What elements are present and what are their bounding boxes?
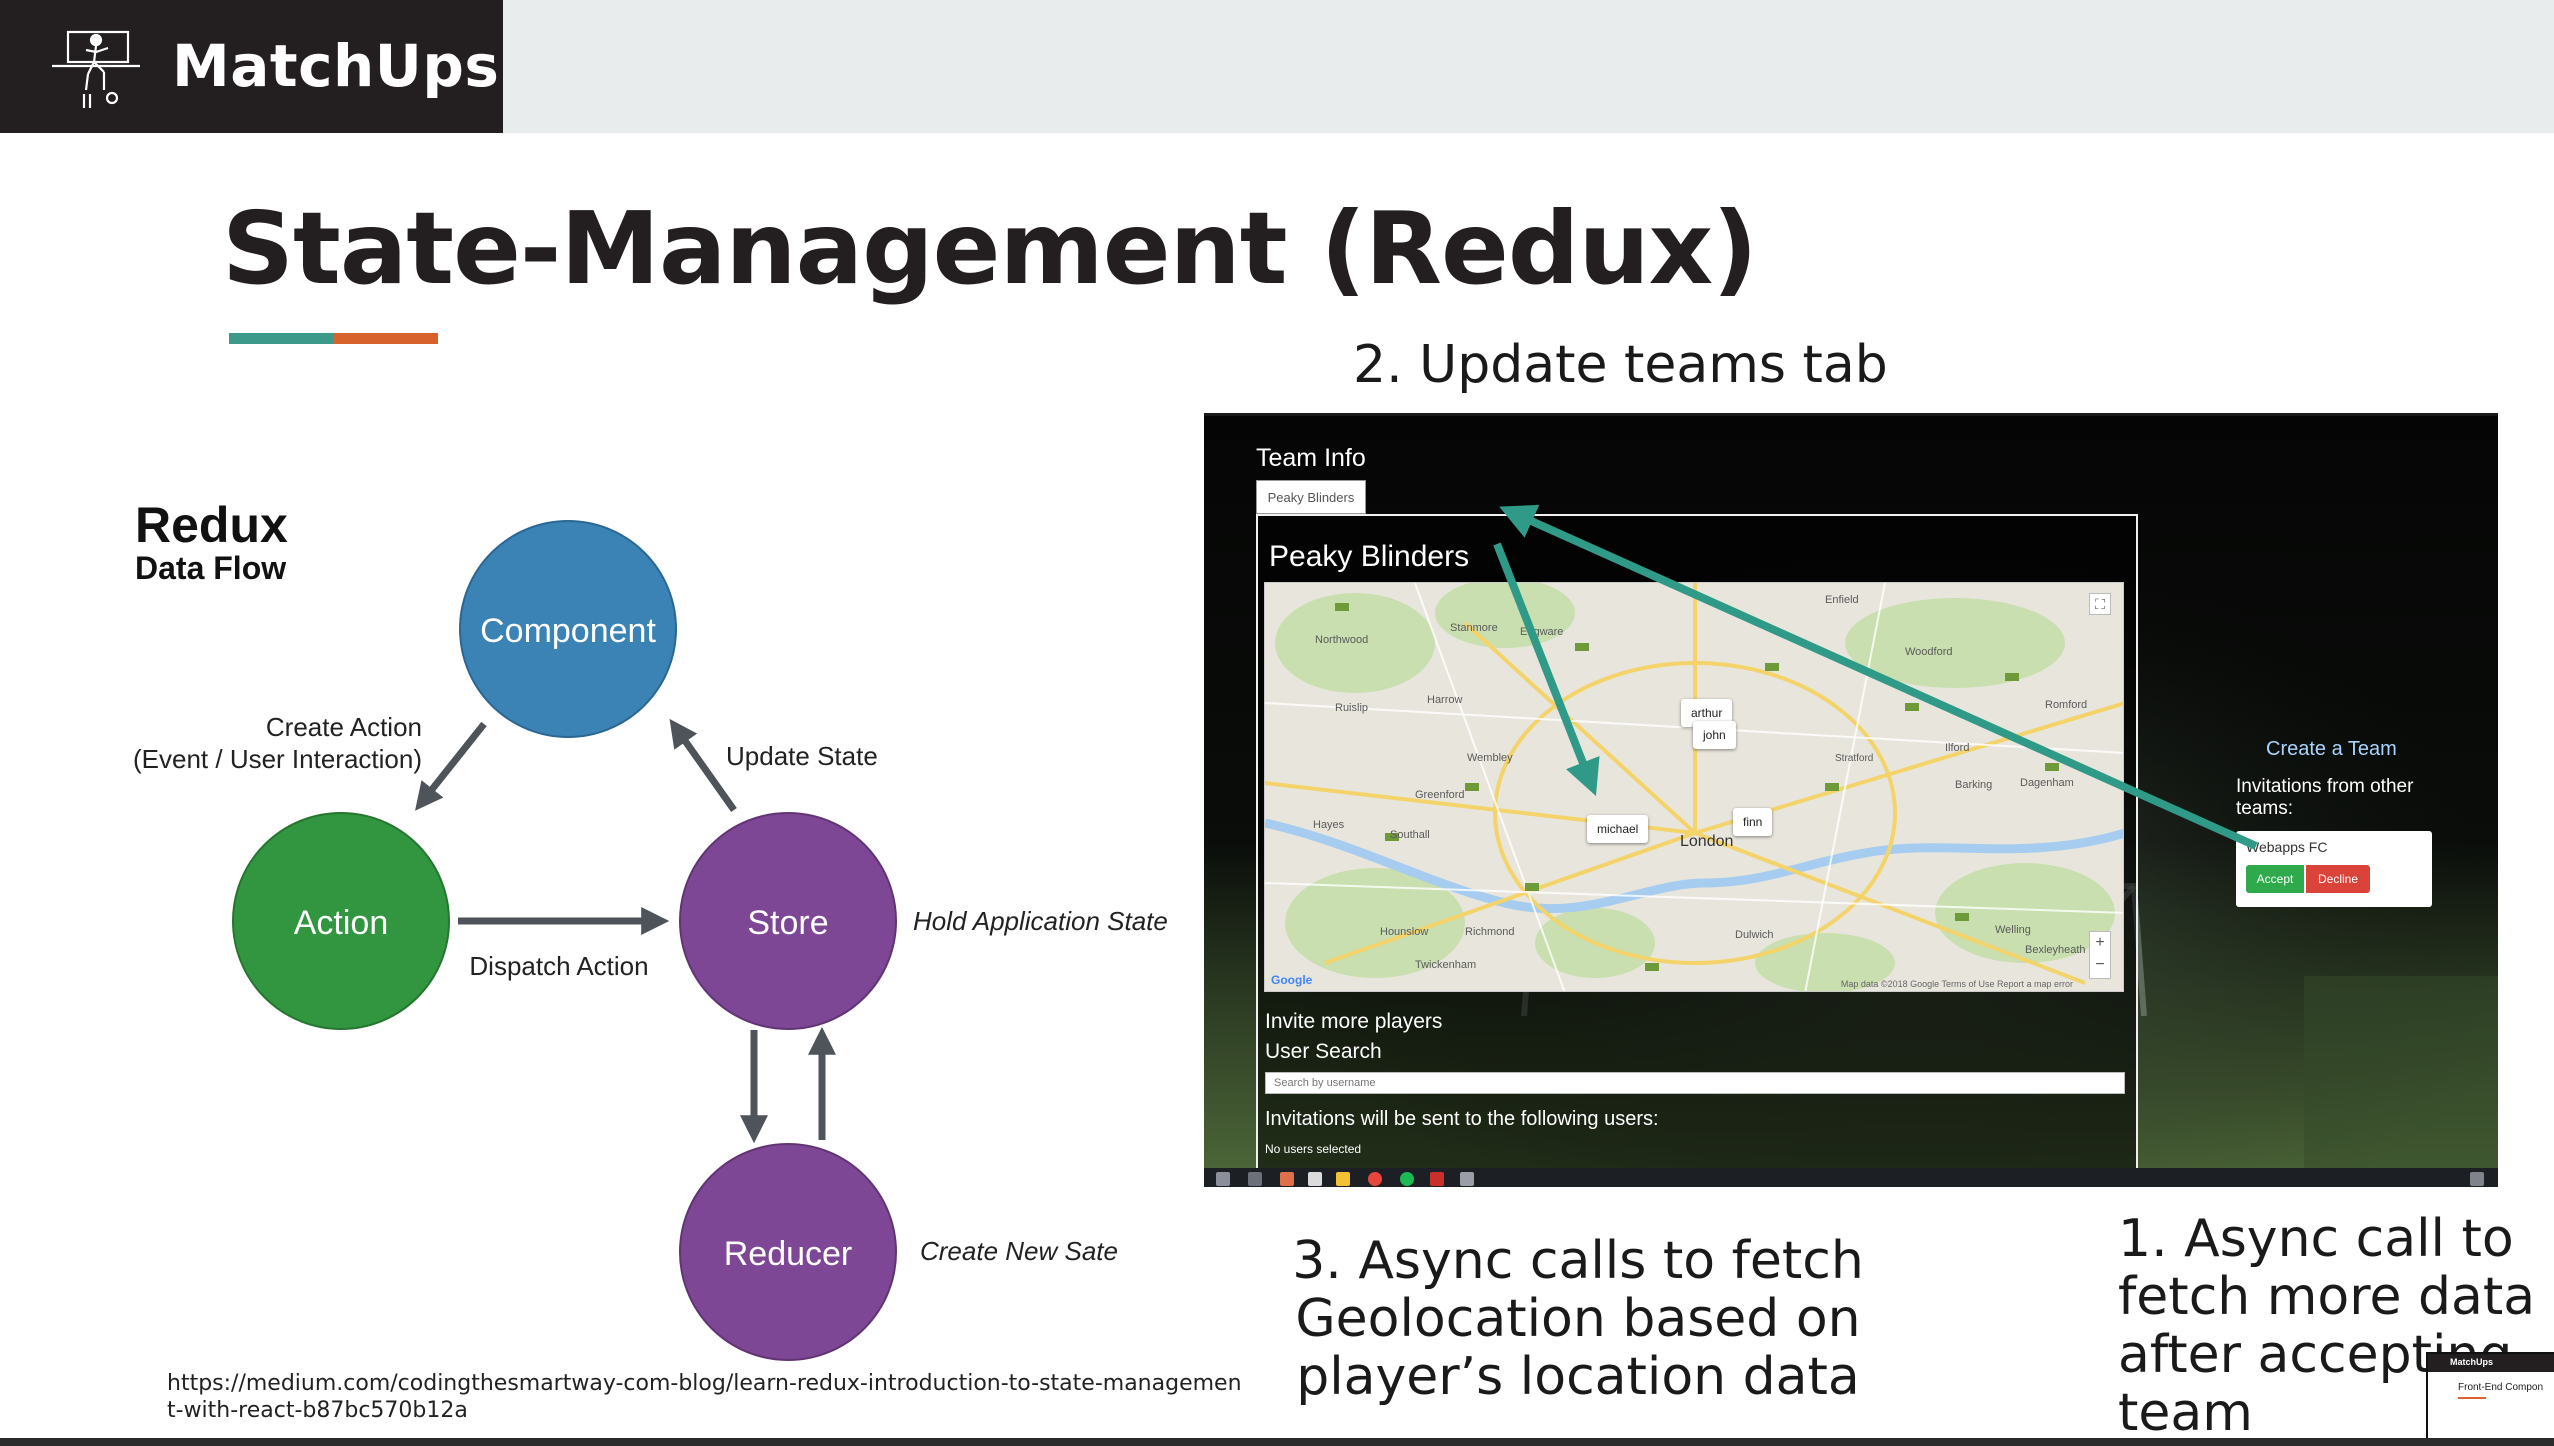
redux-data-flow-diagram: Redux Data Flow Component Action Store R… [133,497,1168,1361]
app-icon[interactable] [1460,1172,1474,1186]
hold-state-label: Hold Application State [913,906,1168,936]
invited-users-heading: Invitations will be sent to the followin… [1265,1108,1659,1130]
place-dagenham: Dagenham [2020,777,2074,789]
create-action-sublabel: (Event / User Interaction) [133,744,422,774]
place-twickenham: Twickenham [1415,959,1476,971]
invite-more-heading: Invite more players [1265,1010,1443,1033]
component-node [459,520,677,738]
source-link[interactable]: https://medium.com/codingthesmartway-com… [167,1371,1242,1423]
player-marker-michael[interactable]: michael [1587,815,1649,843]
footballer-logo-icon [52,30,140,108]
place-dulwich: Dulwich [1735,929,1774,941]
step-3-caption: 3. Async calls to fetch Geolocation base… [1292,1231,1864,1407]
update-state-arrow [669,718,737,813]
zoom-controls-icon[interactable]: +− [2089,931,2111,979]
step-1-caption: 1. Async call to fetch more data after a… [2118,1209,2536,1443]
next-slide-thumbnail[interactable]: MatchUps Front-End Compon [2426,1352,2554,1446]
thumbnail-header: MatchUps [2428,1354,2554,1372]
place-harrow: Harrow [1427,694,1463,706]
place-bexleyheath: Bexleyheath [2025,944,2086,956]
calendar-icon[interactable] [1216,1172,1230,1186]
place-welling: Welling [1995,924,2031,936]
no-users-text: No users selected [1265,1142,1362,1156]
action-node [232,812,450,1030]
place-london: London [1680,833,1733,850]
app-screenshot: Team Info Peaky Blinders Peaky Blinders [1204,413,2498,1187]
place-hounslow: Hounslow [1380,926,1428,938]
store-node-label: Store [747,904,828,942]
place-northwood: Northwood [1315,634,1368,646]
invite-team-name: Webapps FC [2246,839,2328,855]
spotify-icon[interactable] [1400,1172,1414,1186]
tab-peaky-blinders[interactable]: Peaky Blinders [1256,480,1366,514]
brand-name: MatchUps [172,32,500,100]
place-ilford: Ilford [1945,742,1969,754]
decline-invite-button[interactable]: Decline [2306,865,2370,893]
chrome-icon[interactable] [1368,1172,1382,1186]
slide-title: State-Management (Redux) [222,190,1758,307]
title-underline-teal [229,333,334,344]
title-underline-orange [334,333,438,344]
thumbnail-brand: MatchUps [2450,1357,2494,1367]
thumbnail-title: Front-End Compon [2458,1382,2544,1393]
london-map-tiles: London Harrow Wembley Hayes Hounslow Ric… [1265,583,2123,991]
user-search-input[interactable] [1265,1072,2125,1094]
create-action-arrow [415,721,487,811]
paint-icon[interactable] [1280,1172,1294,1186]
brand-block: MatchUps [0,0,503,133]
map-provider-logo: Google [1271,973,1313,987]
accept-invite-button[interactable]: Accept [2246,865,2304,893]
invitations-heading: Invitations from other teams: [2236,776,2414,819]
create-team-link[interactable]: Create a Team [2266,738,2397,760]
update-state-label: Update State [726,741,878,771]
team-info-heading: Team Info [1256,444,1366,472]
fullscreen-icon[interactable]: ⛶ [2089,593,2111,615]
diagram-subheading: Data Flow [135,550,286,586]
diagram-heading: Redux [135,497,288,553]
thumbnail-underline [2458,1397,2486,1399]
system-tray-icon[interactable] [2470,1172,2484,1186]
team-map[interactable]: London Harrow Wembley Hayes Hounslow Ric… [1264,582,2124,992]
component-node-label: Component [480,612,656,650]
reducer-node [679,1143,897,1361]
bottom-strip [0,1438,2554,1446]
place-stratford: Stratford [1835,753,1873,764]
team-invite-card: Webapps FC Accept Decline [2236,831,2432,907]
place-greenford: Greenford [1415,789,1465,801]
user-search-label: User Search [1265,1040,1382,1063]
place-woodford: Woodford [1905,646,1953,658]
step-2-caption: 2. Update teams tab [1353,335,1888,395]
place-romford: Romford [2045,699,2087,711]
folder-icon[interactable] [1336,1172,1350,1186]
pdf-icon[interactable] [1430,1172,1444,1186]
create-action-label: Create Action [266,712,422,742]
player-marker-finn[interactable]: finn [1733,808,1773,836]
task-view-icon[interactable] [1248,1172,1262,1186]
dispatch-action-label: Dispatch Action [469,951,648,981]
store-node [679,812,897,1030]
place-richmond: Richmond [1465,926,1515,938]
place-southall: Southall [1390,829,1430,841]
place-enfield: Enfield [1825,594,1859,606]
place-barking: Barking [1955,779,1992,791]
reducer-node-label: Reducer [724,1235,853,1273]
place-wembley: Wembley [1467,752,1513,764]
mail-icon[interactable] [1308,1172,1322,1186]
team-name: Peaky Blinders [1269,540,1470,573]
player-marker-john[interactable]: john [1693,721,1736,749]
os-taskbar [1204,1168,2498,1187]
place-hayes: Hayes [1313,819,1345,831]
place-stanmore: Stanmore [1450,622,1498,634]
place-ruislip: Ruislip [1335,702,1368,714]
create-new-state-label: Create New Sate [920,1236,1118,1266]
place-edgware: Edgware [1520,626,1563,638]
action-node-label: Action [294,904,389,942]
map-copyright: Map data ©2018 Google Terms of Use Repor… [1840,979,2073,989]
